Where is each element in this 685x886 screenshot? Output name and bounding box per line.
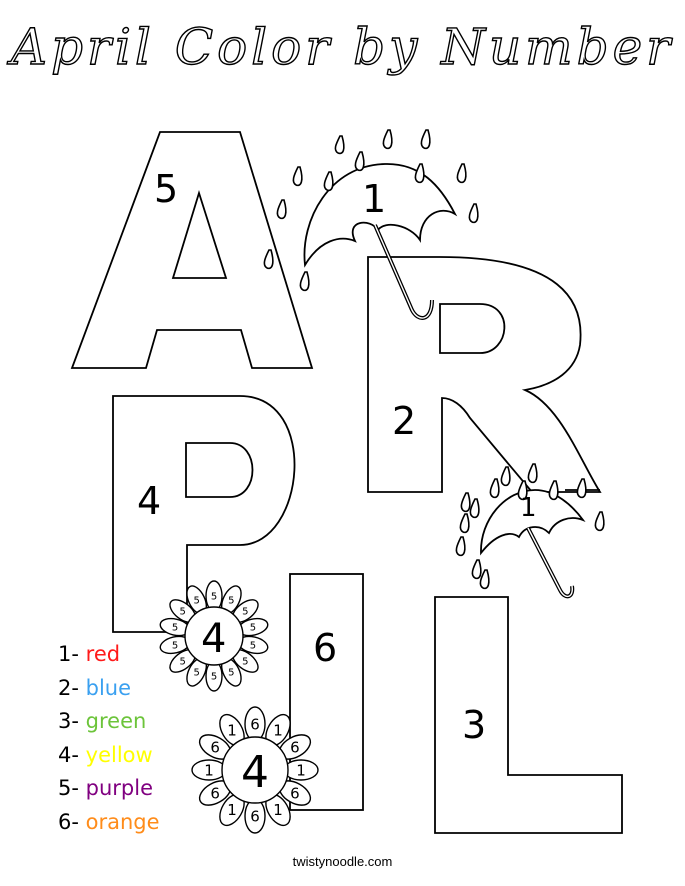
legend-color-orange: orange [85,809,160,834]
legend-item-1: 1- red [58,642,121,666]
legend-color-purple: purple [85,776,153,800]
letter-i-number: 6 [313,626,337,670]
petal-number: 5 [172,623,178,634]
legend-color-green: green [85,709,147,733]
petal-number: 6 [210,738,220,756]
letter-l-number: 3 [462,703,486,747]
petal-number: 6 [250,807,260,825]
petal-number: 5 [242,657,248,668]
raindrops [263,129,605,590]
legend-item-3: 3- green [58,709,147,733]
legend-item-6: 6- orange [58,809,160,834]
petal-number: 5 [180,657,186,668]
petal-number: 1 [273,722,283,740]
color-legend: 1- red 2- blue 3- green 4- yellow 5- pur… [58,638,160,839]
small-umbrella [480,489,600,599]
letter-p [112,395,296,633]
letter-a [70,131,314,369]
letter-p-number: 4 [137,479,161,523]
legend-color-blue: blue [85,675,132,700]
petal-number: 5 [193,596,199,607]
small-umbrella-number: 1 [520,493,537,523]
petal-number: 6 [290,784,300,802]
flower-bottom-center-number: 4 [241,747,269,798]
letter-i [289,573,364,811]
petal-number: 1 [204,761,214,779]
legend-item-5: 5- purple [58,776,153,800]
letter-a-number: 5 [154,167,178,211]
petal-number: 5 [211,672,217,683]
petal-number: 6 [250,715,260,733]
petal-number: 5 [228,596,234,607]
petal-number: 1 [227,722,237,740]
letter-l [434,596,623,834]
petal-number: 6 [290,738,300,756]
legend-item-2: 2- blue [58,675,132,700]
legend-item-4: 4- yellow [58,742,153,767]
petal-number: 5 [250,623,256,634]
petal-number: 5 [180,607,186,618]
petal-number: 1 [227,801,237,819]
flower-top-center-number: 4 [201,616,226,662]
petal-number: 5 [250,641,256,652]
petal-number: 1 [296,761,306,779]
page-title: April Color by Number [10,17,675,76]
legend-color-red: red [85,642,121,666]
petal-number: 5 [193,668,199,679]
petal-number: 5 [228,668,234,679]
petal-number: 6 [210,784,220,802]
petal-number: 5 [211,592,217,603]
petal-number: 5 [172,641,178,652]
site-footer: twistynoodle.com [292,854,393,869]
large-umbrella [303,163,458,320]
legend-color-yellow: yellow [85,742,153,767]
petal-number: 1 [273,801,283,819]
petal-number: 5 [242,607,248,618]
large-umbrella-number: 1 [362,177,386,221]
letter-r-number: 2 [392,399,416,443]
